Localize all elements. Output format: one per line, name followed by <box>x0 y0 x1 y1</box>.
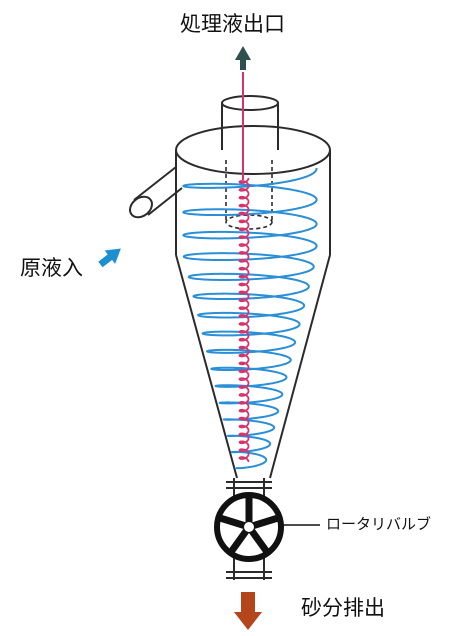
cyclone-body <box>176 126 330 478</box>
rotary-valve-icon <box>217 495 281 559</box>
sand-discharge-label: 砂分排出 <box>301 598 385 619</box>
outlet-label: 処理液出口 <box>180 14 285 35</box>
outer-spiral-path <box>183 168 316 468</box>
valve-label: ロータリバルブ <box>326 517 431 532</box>
inlet-pipe <box>126 167 182 221</box>
discharge-arrow-icon <box>234 592 262 630</box>
overflow-pipe <box>222 96 278 150</box>
inner-vortex-spiral <box>240 178 249 462</box>
inlet-arrow-icon <box>95 242 126 271</box>
outer-vortex-spiral <box>183 168 316 468</box>
inlet-label: 原液入 <box>20 258 83 279</box>
outlet-arrow-icon <box>235 46 251 70</box>
inner-spiral-path <box>240 178 249 462</box>
